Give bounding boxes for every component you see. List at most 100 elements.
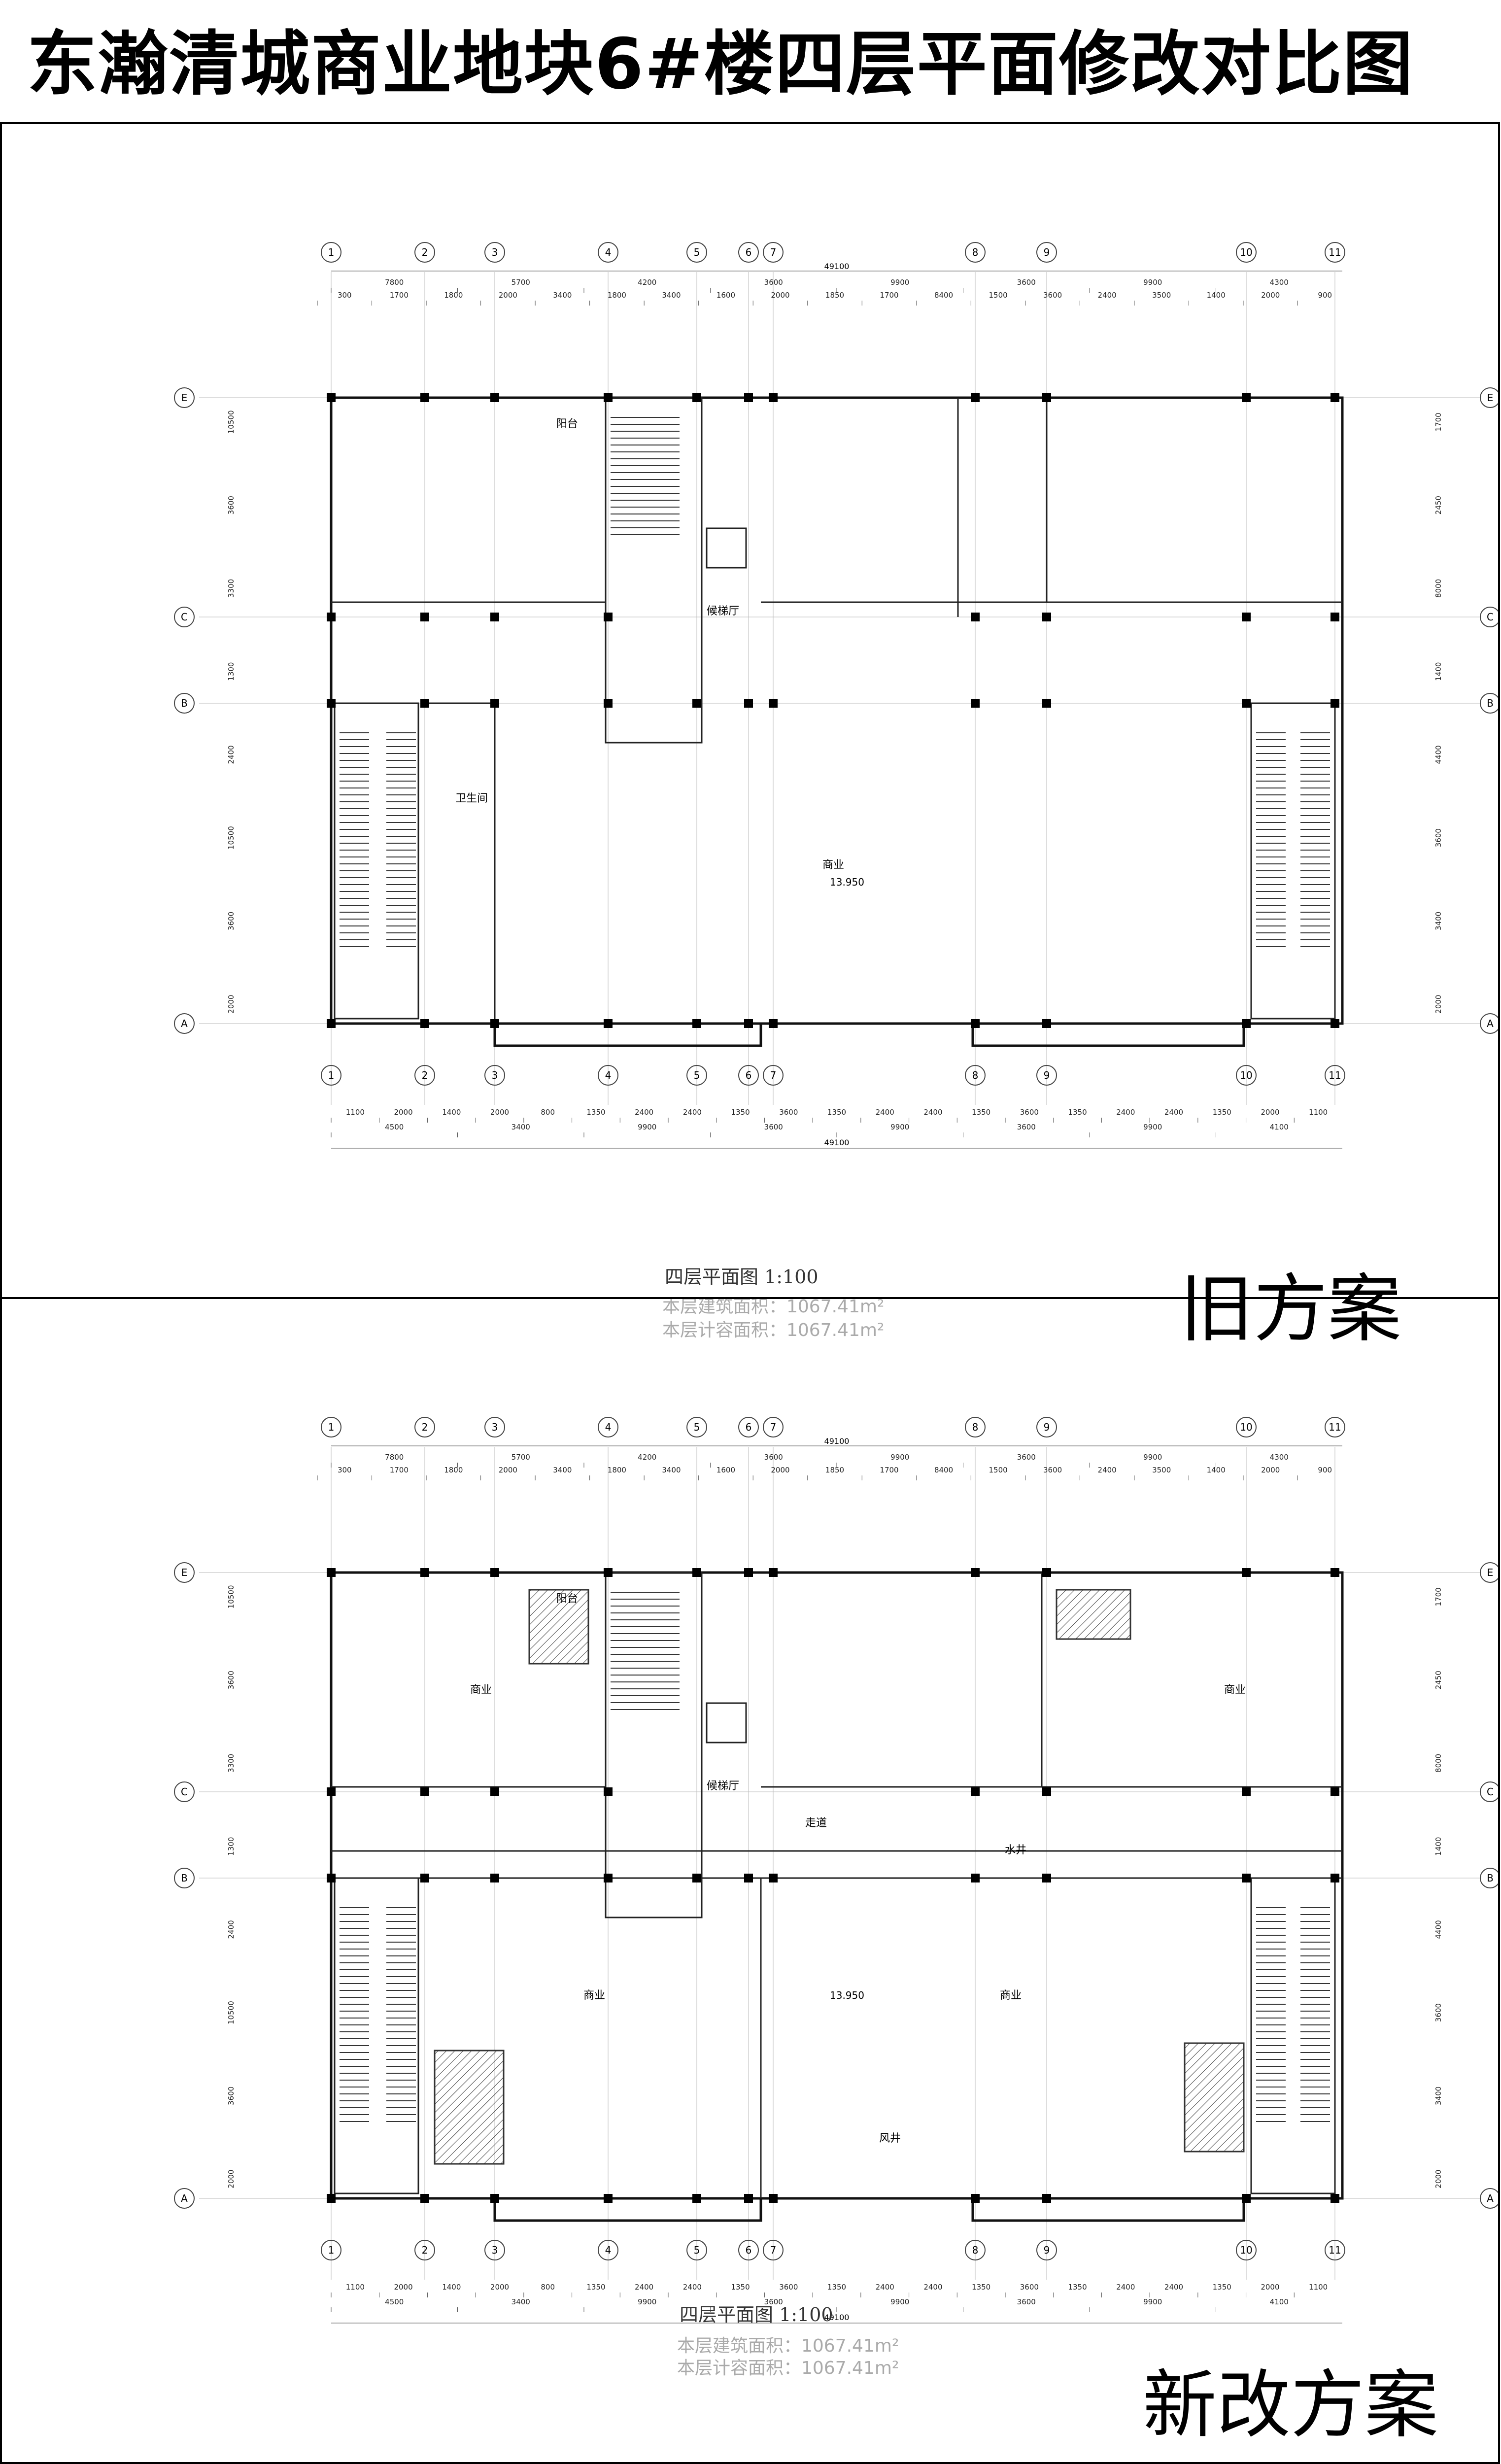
structural-column — [1242, 2194, 1251, 2203]
structural-column — [420, 613, 429, 621]
dimension-bottom-part: 1350 — [586, 1108, 605, 1117]
dimension-top-part: 2000 — [499, 1466, 517, 1474]
dimension-top-part: 8400 — [934, 291, 953, 300]
grid-label: 1 — [328, 246, 335, 258]
structural-column — [1242, 393, 1251, 402]
dimension-bottom-part: 1350 — [1068, 1108, 1087, 1117]
dimension-total-top: 49100 — [824, 1437, 850, 1446]
room-label-shop: 商业 — [822, 859, 844, 871]
structural-column — [1330, 613, 1339, 621]
structural-column — [490, 1787, 499, 1796]
grid-label: 2 — [422, 2244, 428, 2256]
grid-bubble-bottom — [1325, 1065, 1345, 1086]
dimension-bottom-part: 3600 — [1020, 2283, 1039, 2292]
structural-column — [692, 393, 701, 402]
structural-column — [1042, 2194, 1051, 2203]
structural-column — [971, 393, 980, 402]
grid-label: E — [181, 392, 188, 404]
room-label-water: 水井 — [1005, 1844, 1026, 1856]
grid-bubble-bottom — [738, 2240, 759, 2260]
hatched-area — [434, 2050, 505, 2165]
dimension-bottom-bay: 4500 — [385, 2297, 404, 2306]
grid-bubble-side — [1480, 1781, 1498, 1802]
structural-column — [769, 2194, 778, 2203]
structural-column — [744, 393, 753, 402]
structural-column — [971, 1874, 980, 1882]
dimension-top-part: 1700 — [880, 291, 898, 300]
grid-bubble-side — [174, 1562, 195, 1583]
bay-window — [493, 1024, 762, 1047]
dimension-bottom-bay: 3600 — [764, 1123, 783, 1131]
dimension-bottom-part: 1100 — [1309, 2283, 1328, 2292]
room-label-toilet: 卫生间 — [455, 792, 488, 805]
grid-bubble-top — [414, 1417, 435, 1437]
grid-label: 8 — [972, 2244, 979, 2256]
grid-label: 8 — [972, 246, 979, 258]
structural-column — [490, 699, 499, 708]
dimension-bottom-part: 2400 — [683, 1108, 702, 1117]
structural-column — [490, 1019, 499, 1028]
room-label-shop-e: 商业 — [1000, 1989, 1022, 2002]
dimension-bottom-part: 1400 — [442, 1108, 461, 1117]
structural-column — [327, 1568, 336, 1577]
hatched-area — [528, 1589, 589, 1665]
dimension-bottom-bay: 3600 — [764, 2297, 783, 2306]
grid-bubble-side — [174, 607, 195, 627]
hatched-area — [1184, 2042, 1245, 2153]
dimension-bottom-bay: 4500 — [385, 1123, 404, 1131]
grid-label: 5 — [694, 2244, 700, 2256]
dimension-bottom-part: 1350 — [827, 2283, 846, 2292]
grid-label: C — [181, 1786, 188, 1798]
room-label-elevator-hall: 候梯厅 — [707, 605, 739, 617]
dimension-bottom-bay: 4100 — [1270, 1123, 1289, 1131]
grid-bubble-side — [1480, 1562, 1498, 1583]
dimension-bottom-part: 1100 — [346, 1108, 365, 1117]
grid-label: 4 — [605, 1421, 612, 1433]
dimension-total-bottom: 49100 — [824, 1138, 850, 1147]
dimension-bottom-part: 1350 — [1213, 1108, 1231, 1117]
dimension-top-part: 1800 — [444, 291, 463, 300]
grid-bubble-bottom — [686, 2240, 707, 2260]
grid-label: B — [181, 697, 188, 709]
structural-column — [420, 1019, 429, 1028]
grid-label: 2 — [422, 1421, 428, 1433]
grid-bubble-top — [1325, 1417, 1345, 1437]
dimension-bottom-bay: 9900 — [1143, 1123, 1162, 1131]
dimension-top-part: 1700 — [390, 1466, 409, 1474]
scheme-label-old: 旧方案 — [1180, 1266, 1402, 1352]
grid-label: 10 — [1240, 2244, 1252, 2256]
grid-bubble-side — [1480, 693, 1498, 714]
grid-bubble-bottom — [598, 2240, 618, 2260]
dimension-bottom-bay: 3600 — [1017, 2297, 1036, 2306]
dimension-right: 4400 — [1434, 1920, 1443, 1939]
dimension-left: 3600 — [227, 1671, 236, 1689]
dimension-top-part: 1600 — [716, 1466, 735, 1474]
dimension-bottom-bay: 3400 — [512, 1123, 530, 1131]
structural-column — [692, 1019, 701, 1028]
grid-label: 2 — [422, 1069, 428, 1081]
dimension-left: 2000 — [227, 2170, 236, 2189]
dimension-top-bay: 4200 — [638, 1453, 656, 1462]
grid-label: 6 — [746, 1069, 752, 1081]
dimension-top-bay: 9900 — [890, 278, 909, 287]
structural-column — [490, 613, 499, 621]
dimension-bottom-bay: 9900 — [638, 2297, 656, 2306]
dimension-bottom-part: 1100 — [1309, 1108, 1328, 1117]
grid-bubble-top — [321, 1417, 341, 1437]
structural-column — [1042, 1874, 1051, 1882]
grid-label: 7 — [770, 2244, 777, 2256]
structural-column — [1042, 1787, 1051, 1796]
dimension-bottom-part: 2400 — [683, 2283, 702, 2292]
dimension-top-part: 1850 — [825, 291, 844, 300]
dimension-bottom-part: 1350 — [731, 2283, 750, 2292]
dimension-bottom-bay: 9900 — [890, 1123, 909, 1131]
dimension-bottom-part: 1350 — [731, 1108, 750, 1117]
room-label-vent: 风井 — [879, 2132, 901, 2145]
structural-column — [420, 2194, 429, 2203]
plan-title: 四层平面图 1:100 — [680, 2304, 833, 2326]
grid-bubble-side — [174, 387, 195, 408]
dimension-top-part: 2400 — [1098, 291, 1117, 300]
dimension-top-bay: 3600 — [764, 1453, 783, 1462]
structural-column — [327, 2194, 336, 2203]
